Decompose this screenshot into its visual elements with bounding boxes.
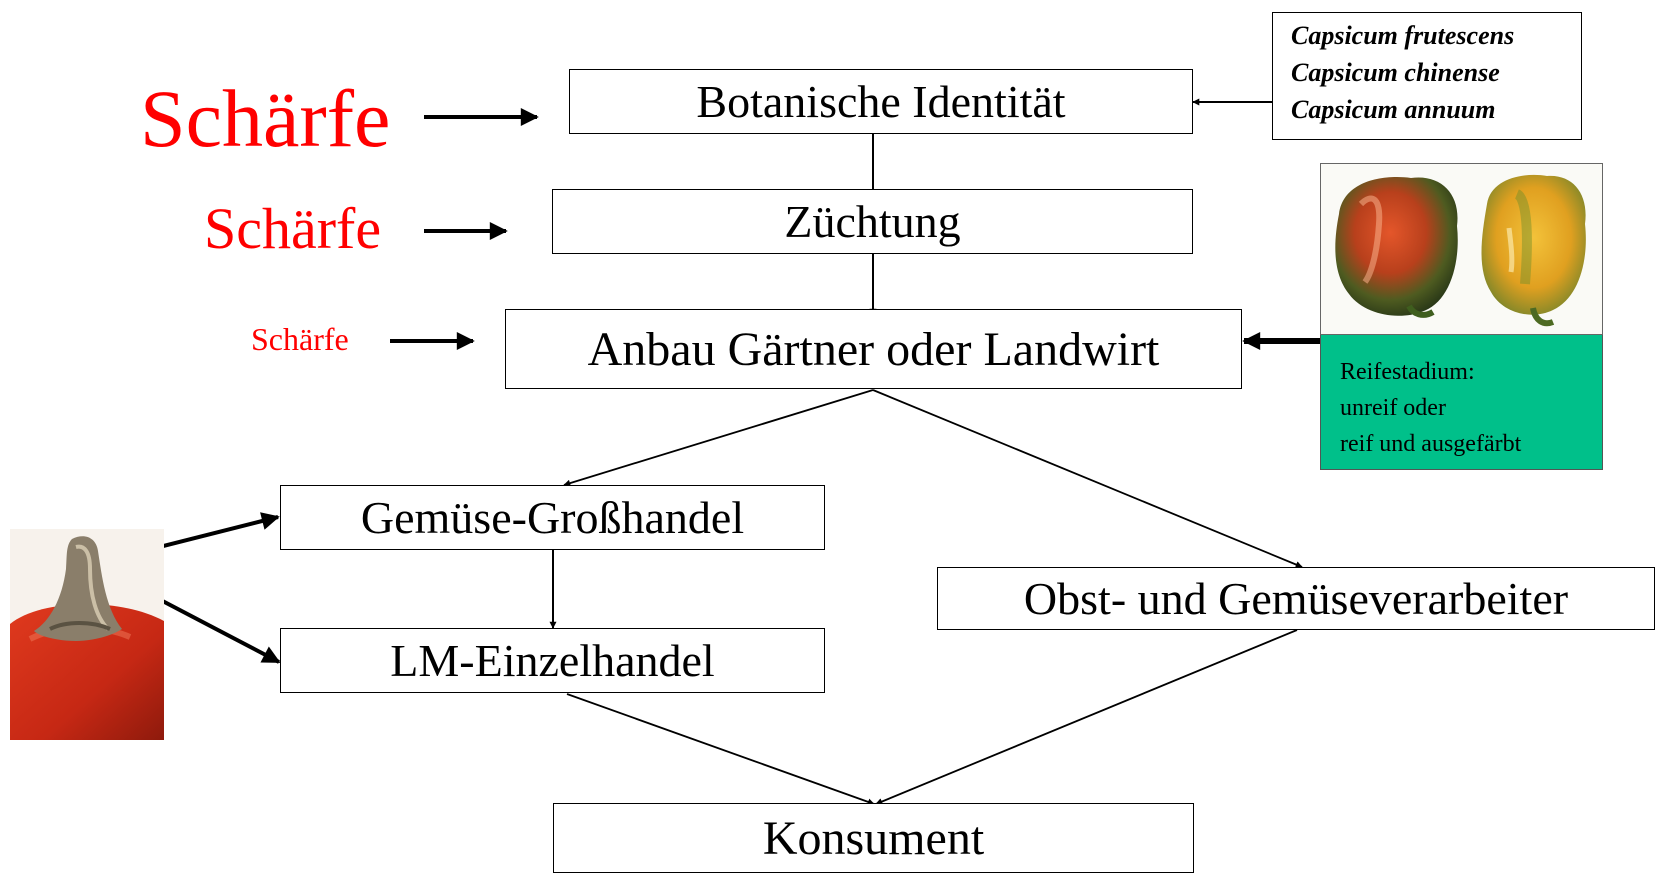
schaerfe-label-medium: Schärfe [204,196,382,261]
pepper-stem-illustration [10,536,164,740]
arrow-anbau-grosshandel [563,389,874,487]
ripeness-note: Reifestadium: unreif oder reif und ausge… [1320,333,1603,470]
box-einzelhandel: LM-Einzelhandel [280,628,825,693]
species-item: Capsicum annuum [1291,95,1496,124]
zuechtung-text: Züchtung [784,196,961,247]
botanik-text: Botanische Identität [696,76,1066,127]
verarbeiter-text: Obst- und Gemüseverarbeiter [1023,573,1569,624]
arrow-einzelhandel-konsument [566,693,875,806]
grosshandel-text: Gemüse-Großhandel [360,492,745,543]
species-list: Capsicum frutescens Capsicum chinense Ca… [1272,12,1582,140]
ripeness-line: Reifestadium: [1340,359,1475,385]
yellow-pepper-photo [1481,174,1586,327]
peppers-illustration [1335,174,1586,327]
red-green-pepper-photo [1335,177,1458,318]
anbau-text: Anbau Gärtner oder Landwirt [587,322,1160,376]
box-zuechtung: Züchtung [552,189,1193,254]
schaerfe-label-small: Schärfe [251,321,349,357]
arrow-anbau-verarbeiter [872,389,1303,568]
ripeness-line: reif und ausgefärbt [1340,431,1522,457]
peppers-photo [1320,163,1603,335]
box-botanische-identitaet: Botanische Identität [569,69,1193,134]
pepper-stem-photo [10,529,164,740]
species-item: Capsicum frutescens [1291,21,1515,50]
arrow-verarbeiter-konsument [875,629,1298,805]
konsument-text: Konsument [762,811,985,865]
box-grosshandel: Gemüse-Großhandel [280,485,825,550]
box-anbau: Anbau Gärtner oder Landwirt [505,309,1242,389]
box-verarbeiter: Obst- und Gemüseverarbeiter [937,567,1655,630]
species-item: Capsicum chinense [1291,58,1500,87]
einzelhandel-text: LM-Einzelhandel [390,635,715,686]
schaerfe-label-large: Schärfe [140,73,391,164]
ripeness-line: unreif oder [1340,395,1446,421]
box-konsument: Konsument [553,803,1194,873]
